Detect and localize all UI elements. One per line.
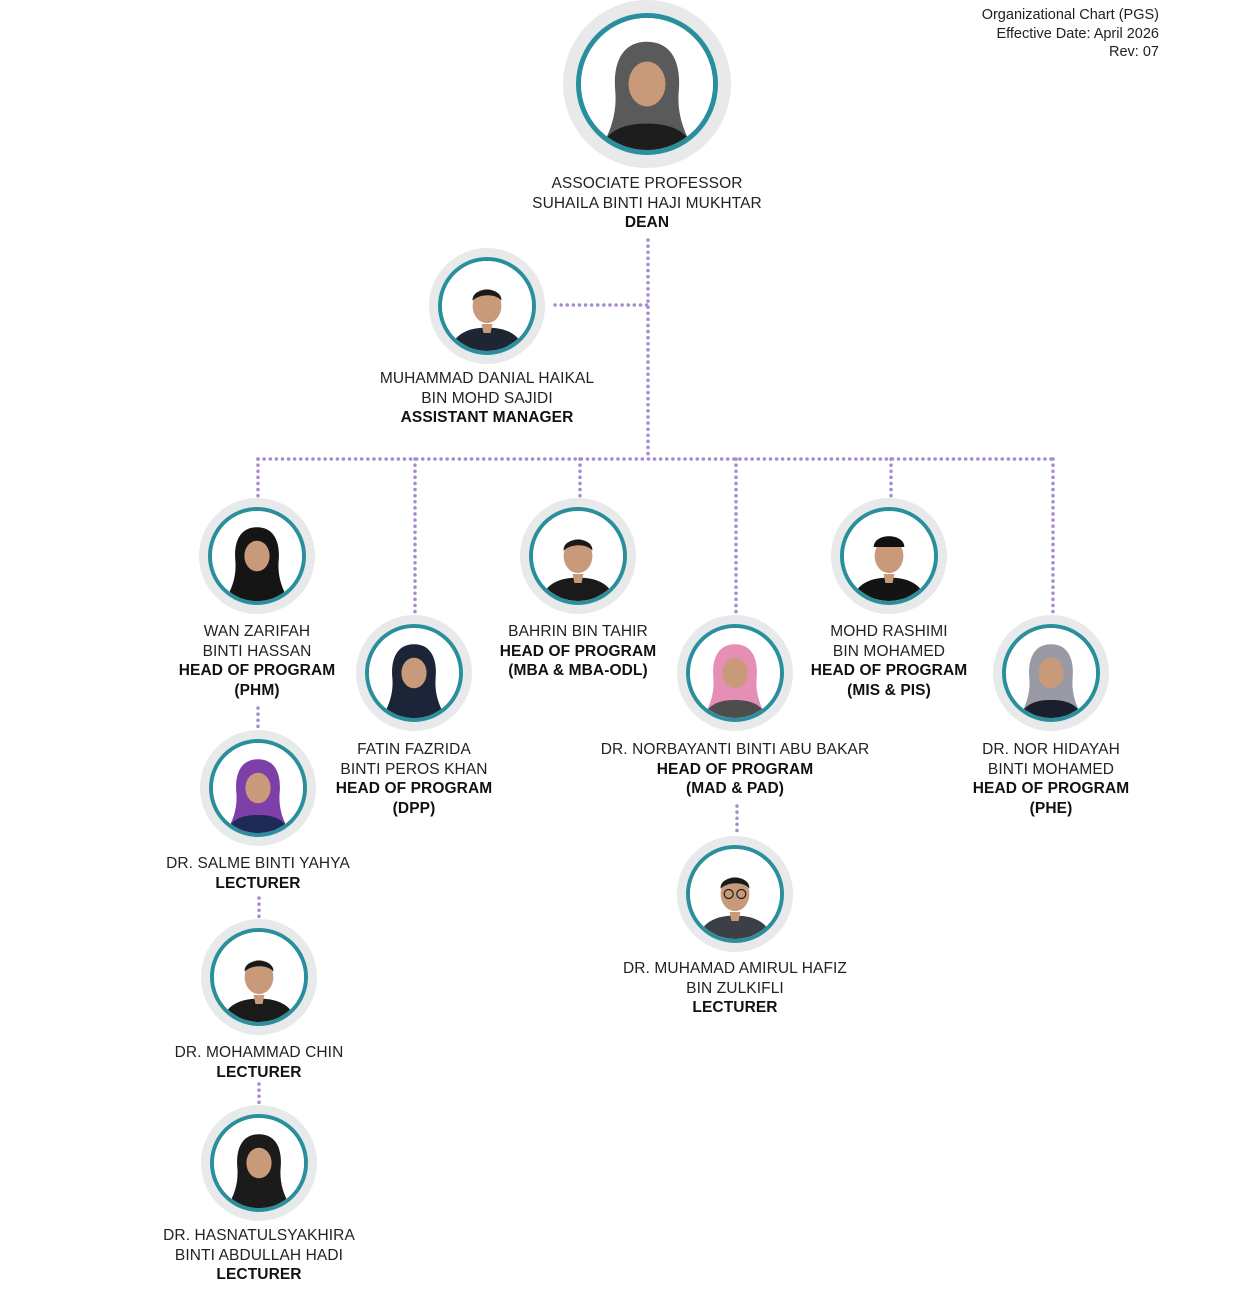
chart-meta: Organizational Chart (PGS) Effective Dat… bbox=[982, 6, 1159, 62]
person-label: MUHAMMAD DANIAL HAIKAL BIN MOHD SAJIDI ASS… bbox=[337, 369, 637, 428]
person-photo bbox=[520, 498, 636, 614]
photo-ring bbox=[210, 928, 308, 1026]
person-photo bbox=[831, 498, 947, 614]
person-name-line: SUHAILA BINTI HAJI MUKHTAR bbox=[532, 194, 762, 212]
person-name-line: BINTI HASSAN bbox=[202, 642, 312, 660]
person-name-line: MOHD RASHIMI bbox=[830, 623, 948, 640]
person-role: LECTURER bbox=[215, 874, 301, 892]
person-role: LECTURER bbox=[216, 1063, 302, 1081]
person-photo bbox=[563, 0, 731, 168]
person-name-line: DR. MOHAMMAD CHIN bbox=[174, 1044, 344, 1061]
person-name-line: FATIN FAZRIDA bbox=[357, 741, 471, 758]
person-name-line: DR. NORBAYANTI BINTI ABU BAKAR bbox=[600, 741, 870, 758]
person-name-line: WAN ZARIFAH bbox=[203, 623, 311, 640]
effective-date: Effective Date: April 2026 bbox=[996, 25, 1159, 42]
person-role: DEAN bbox=[624, 214, 670, 231]
person-name-line: DR. NOR HIDAYAH bbox=[982, 741, 1120, 758]
person-photo bbox=[199, 498, 315, 614]
person-label: DR. NOR HIDAYAH BINTI MOHAMED HEAD OF PROG… bbox=[901, 740, 1201, 818]
person-photo bbox=[993, 615, 1109, 731]
person-photo bbox=[201, 919, 317, 1035]
person-name-line: BIN MOHAMED bbox=[832, 642, 946, 660]
person-role: HEAD OF PROGRAM bbox=[335, 780, 493, 797]
photo-ring bbox=[529, 507, 627, 605]
photo-ring bbox=[210, 1114, 308, 1212]
photo-ring bbox=[209, 739, 307, 837]
person-label: DR. MUHAMAD AMIRUL HAFIZ BIN ZULKIFLI LECT… bbox=[585, 959, 885, 1018]
person-name-line: BINTI ABDULLAH HADI bbox=[174, 1246, 344, 1264]
person-program: (PHM) bbox=[234, 681, 280, 699]
person-name-line: DR. HASNATULSYAKHIRA bbox=[163, 1227, 355, 1244]
person-name-line: BAHRIN BIN TAHIR bbox=[508, 623, 648, 640]
photo-ring bbox=[208, 507, 306, 605]
person-photo bbox=[356, 615, 472, 731]
person-role: LECTURER bbox=[216, 1266, 302, 1283]
person-name-line: BINTI MOHAMED bbox=[987, 760, 1115, 778]
person-name-line: ASSOCIATE PROFESSOR bbox=[551, 175, 743, 192]
person-label: DR. NORBAYANTI BINTI ABU BAKAR HEAD OF PR… bbox=[585, 740, 885, 799]
person-label: MOHD RASHIMI BIN MOHAMED HEAD OF PROGRAM (M… bbox=[739, 622, 1039, 700]
person-role: HEAD OF PROGRAM bbox=[810, 662, 968, 679]
chart-title: Organizational Chart (PGS) bbox=[981, 7, 1159, 23]
person-role: HEAD OF PROGRAM bbox=[972, 780, 1130, 797]
photo-ring bbox=[438, 257, 536, 355]
person-label: DR. HASNATULSYAKHIRA BINTI ABDULLAH HADI L… bbox=[109, 1226, 409, 1285]
person-role: LECTURER bbox=[692, 999, 778, 1016]
person-photo bbox=[200, 730, 316, 846]
person-program: (DPP) bbox=[392, 799, 436, 817]
person-label: FATIN FAZRIDA BINTI PEROS KHAN HEAD OF PRO… bbox=[264, 740, 564, 818]
person-name-line: BIN MOHD SAJIDI bbox=[421, 389, 553, 407]
person-photo bbox=[201, 1105, 317, 1221]
photo-ring bbox=[365, 624, 463, 722]
person-role: HEAD OF PROGRAM bbox=[178, 662, 336, 679]
person-role: ASSISTANT MANAGER bbox=[400, 409, 574, 426]
person-role: HEAD OF PROGRAM bbox=[656, 760, 814, 778]
person-name-line: DR. MUHAMAD AMIRUL HAFIZ bbox=[622, 960, 847, 977]
photo-ring bbox=[686, 624, 784, 722]
person-role: HEAD OF PROGRAM bbox=[499, 642, 657, 660]
person-name-line: MUHAMMAD DANIAL HAIKAL bbox=[379, 370, 595, 387]
person-label: BAHRIN BIN TAHIR HEAD OF PROGRAM (MBA & MB… bbox=[428, 622, 728, 681]
person-name-line: DR. SALME BINTI YAHYA bbox=[166, 855, 350, 872]
person-program: (PHE) bbox=[1029, 799, 1073, 817]
person-photo bbox=[429, 248, 545, 364]
person-program: (MAD & PAD) bbox=[685, 780, 785, 797]
person-photo bbox=[677, 615, 793, 731]
photo-ring bbox=[686, 845, 784, 943]
person-program: (MIS & PIS) bbox=[847, 681, 931, 699]
revision: Rev: 07 bbox=[1109, 44, 1159, 60]
person-name-line: BINTI PEROS KHAN bbox=[340, 760, 488, 778]
photo-ring bbox=[840, 507, 938, 605]
person-label: DR. MOHAMMAD CHIN LECTURER bbox=[109, 1043, 409, 1082]
person-name-line: BIN ZULKIFLI bbox=[686, 979, 784, 997]
person-label: DR. SALME BINTI YAHYA LECTURER bbox=[108, 854, 408, 893]
person-label: ASSOCIATE PROFESSOR SUHAILA BINTI HAJI MU… bbox=[497, 174, 797, 233]
photo-ring bbox=[1002, 624, 1100, 722]
photo-ring bbox=[576, 13, 718, 155]
person-program: (MBA & MBA-ODL) bbox=[508, 662, 648, 679]
person-photo bbox=[677, 836, 793, 952]
person-label: WAN ZARIFAH BINTI HASSAN HEAD OF PROGRAM (P… bbox=[107, 622, 407, 700]
